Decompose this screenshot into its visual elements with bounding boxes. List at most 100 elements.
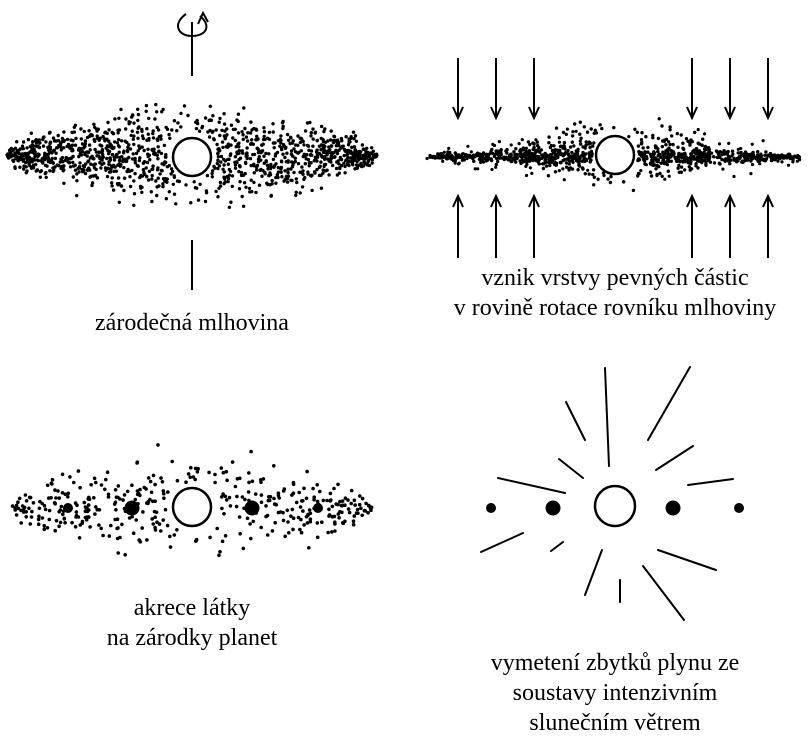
dust-particle	[701, 144, 704, 147]
caption-line: vymetení zbytků plynu ze	[455, 648, 775, 678]
dust-particle	[240, 130, 243, 133]
dust-particle	[253, 171, 256, 174]
dust-particle	[234, 167, 237, 170]
dust-particle	[308, 161, 311, 164]
dust-particle	[108, 534, 112, 538]
dust-particle	[120, 139, 123, 142]
dust-particle	[622, 180, 625, 183]
dust-particle	[17, 507, 21, 511]
dust-particle	[229, 154, 232, 157]
dust-particle	[35, 169, 38, 172]
dust-particle	[470, 150, 473, 153]
dust-particle	[90, 184, 93, 187]
dust-particle	[30, 157, 33, 160]
dust-particle	[146, 161, 149, 164]
dust-particle	[375, 155, 378, 158]
dust-particle	[542, 154, 545, 157]
dust-particle	[555, 162, 558, 165]
dust-particle	[287, 531, 291, 535]
dust-particle	[335, 167, 338, 170]
dust-particle	[208, 536, 212, 540]
dust-particle	[220, 155, 223, 158]
dust-particle	[99, 527, 103, 531]
dust-particle	[61, 156, 64, 159]
dust-particle	[590, 155, 593, 158]
dust-particle	[315, 139, 318, 142]
dust-particle	[663, 178, 666, 181]
dust-particle	[75, 510, 79, 514]
planet-embryo-icon	[546, 501, 561, 516]
dust-particle	[558, 149, 561, 152]
dust-particle	[145, 166, 148, 169]
dust-particle	[118, 536, 122, 540]
dust-particle	[237, 131, 240, 134]
dust-particle	[575, 130, 578, 133]
dust-particle	[148, 170, 151, 173]
dust-particle	[291, 165, 294, 168]
dust-particle	[211, 114, 214, 117]
dust-particle	[296, 151, 299, 154]
dust-particle	[69, 165, 72, 168]
dust-particle	[295, 191, 298, 194]
dust-particle	[320, 520, 324, 524]
dust-particle	[104, 478, 108, 482]
dust-particle	[86, 160, 89, 163]
dust-particle	[571, 134, 574, 137]
dust-particle	[122, 166, 125, 169]
dust-particle	[579, 121, 582, 124]
dust-particle	[138, 488, 142, 492]
dust-particle	[637, 144, 640, 147]
dust-particle	[132, 531, 136, 535]
caption-wind: vymetení zbytků plynu ze soustavy intenz…	[455, 648, 775, 738]
dust-particle	[57, 525, 61, 529]
dust-particle	[156, 157, 159, 160]
dust-particle	[309, 134, 312, 137]
dust-particle	[61, 473, 65, 477]
dust-particle	[132, 152, 135, 155]
dust-particle	[330, 129, 333, 132]
dust-particle	[110, 184, 113, 187]
dust-particle	[283, 535, 287, 539]
dust-particle	[739, 151, 742, 154]
dust-particle	[218, 121, 221, 124]
dust-particle	[273, 521, 277, 525]
dust-particle	[88, 143, 91, 146]
dust-particle	[31, 165, 34, 168]
dust-particle	[194, 539, 198, 543]
dust-particle	[141, 510, 145, 514]
dust-particle	[242, 106, 245, 109]
dust-particle	[251, 480, 255, 484]
dust-particle	[344, 159, 347, 162]
dust-particle	[93, 477, 97, 481]
dust-particle	[252, 520, 256, 524]
dust-particle	[571, 130, 574, 133]
dust-particle	[164, 153, 167, 156]
dust-particle	[579, 142, 582, 145]
dust-particle	[555, 126, 558, 129]
dust-particle	[329, 492, 333, 496]
dust-particle	[441, 160, 444, 163]
dust-particle	[57, 134, 60, 137]
dust-particle	[450, 154, 453, 157]
dust-particle	[173, 119, 176, 122]
dust-particle	[330, 530, 334, 534]
dust-particle	[30, 132, 33, 135]
dust-particle	[553, 158, 556, 161]
dust-particle	[62, 169, 65, 172]
dust-particle	[521, 138, 524, 141]
dust-particle	[24, 515, 28, 519]
dust-particle	[49, 496, 53, 500]
dust-particle	[788, 153, 791, 156]
dust-particle	[132, 121, 135, 124]
dust-particle	[668, 128, 671, 131]
dust-particle	[291, 508, 295, 512]
dust-particle	[495, 157, 498, 160]
dust-particle	[263, 135, 266, 138]
dust-particle	[582, 157, 585, 160]
dust-particle	[300, 139, 303, 142]
dust-particle	[18, 166, 21, 169]
dust-particle	[147, 117, 150, 120]
dust-particle	[372, 150, 375, 153]
dust-particle	[77, 469, 81, 473]
dust-particle	[493, 144, 496, 147]
